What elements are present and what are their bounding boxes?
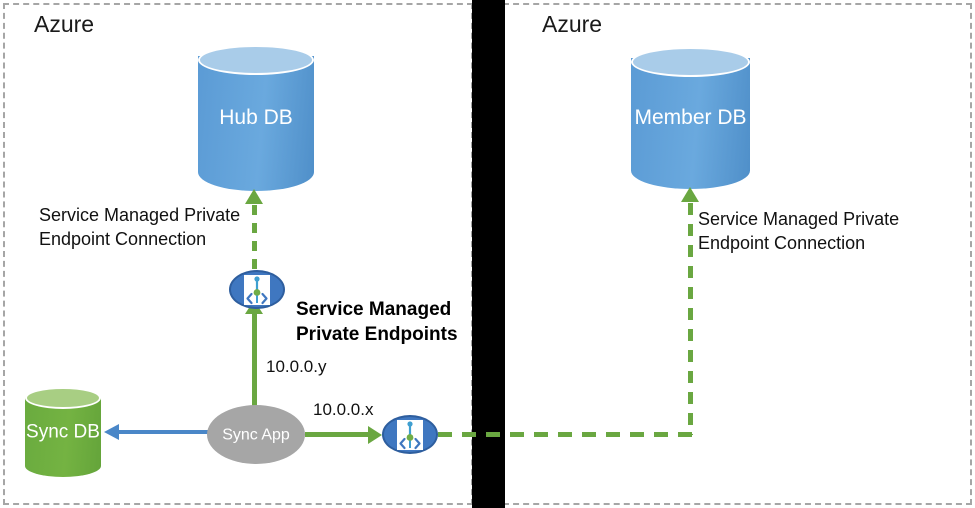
azure-label-right: Azure: [542, 11, 603, 37]
ip-label-x: 10.0.0.x: [313, 400, 374, 419]
private-endpoint-upper[interactable]: [229, 270, 285, 309]
azure-label-left: Azure: [34, 11, 95, 37]
private-endpoint-lower[interactable]: [382, 415, 438, 454]
cylinder-top: [198, 45, 314, 75]
left-connection-label: Service Managed Private Endpoint Connect…: [39, 205, 241, 249]
arrowhead-syncapp-to-syncdb: [104, 424, 119, 440]
sync-app-label: Sync App: [222, 426, 290, 443]
sync-db-node: Sync DB: [25, 387, 101, 477]
hub-db-node: Hub DB: [198, 45, 314, 191]
connector-pe-to-hub-db: [252, 205, 257, 273]
cylinder-body: [25, 398, 101, 477]
cylinder-body: [631, 58, 750, 189]
service-managed-private-endpoints-title: Service Managed Private Endpoints: [296, 299, 458, 345]
panel-divider: [472, 0, 505, 508]
connector-syncapp-to-pe-upper: [252, 310, 257, 422]
arrowhead-to-member-db: [681, 187, 699, 202]
connector-syncapp-to-syncdb: [118, 430, 214, 434]
connector-pe-lower-to-member-db: [438, 432, 693, 437]
connector-syncapp-to-pe-lower: [305, 432, 371, 437]
arrowhead-pe-to-hub-db: [245, 189, 263, 204]
private-endpoint-icon: [244, 274, 270, 305]
sync-app-node: Sync App: [207, 405, 305, 464]
private-endpoint-icon: [397, 419, 423, 450]
cylinder-top: [631, 47, 750, 77]
member-db-node: Member DB: [631, 47, 750, 189]
right-connection-label: Service Managed Private Endpoint Connect…: [698, 209, 900, 253]
cylinder-body: [198, 56, 314, 191]
connector-vertical-to-member-db: [688, 203, 693, 435]
cylinder-top: [25, 387, 101, 409]
arrowhead-syncapp-to-pe-lower: [368, 426, 382, 444]
ip-label-y: 10.0.0.y: [266, 357, 327, 376]
